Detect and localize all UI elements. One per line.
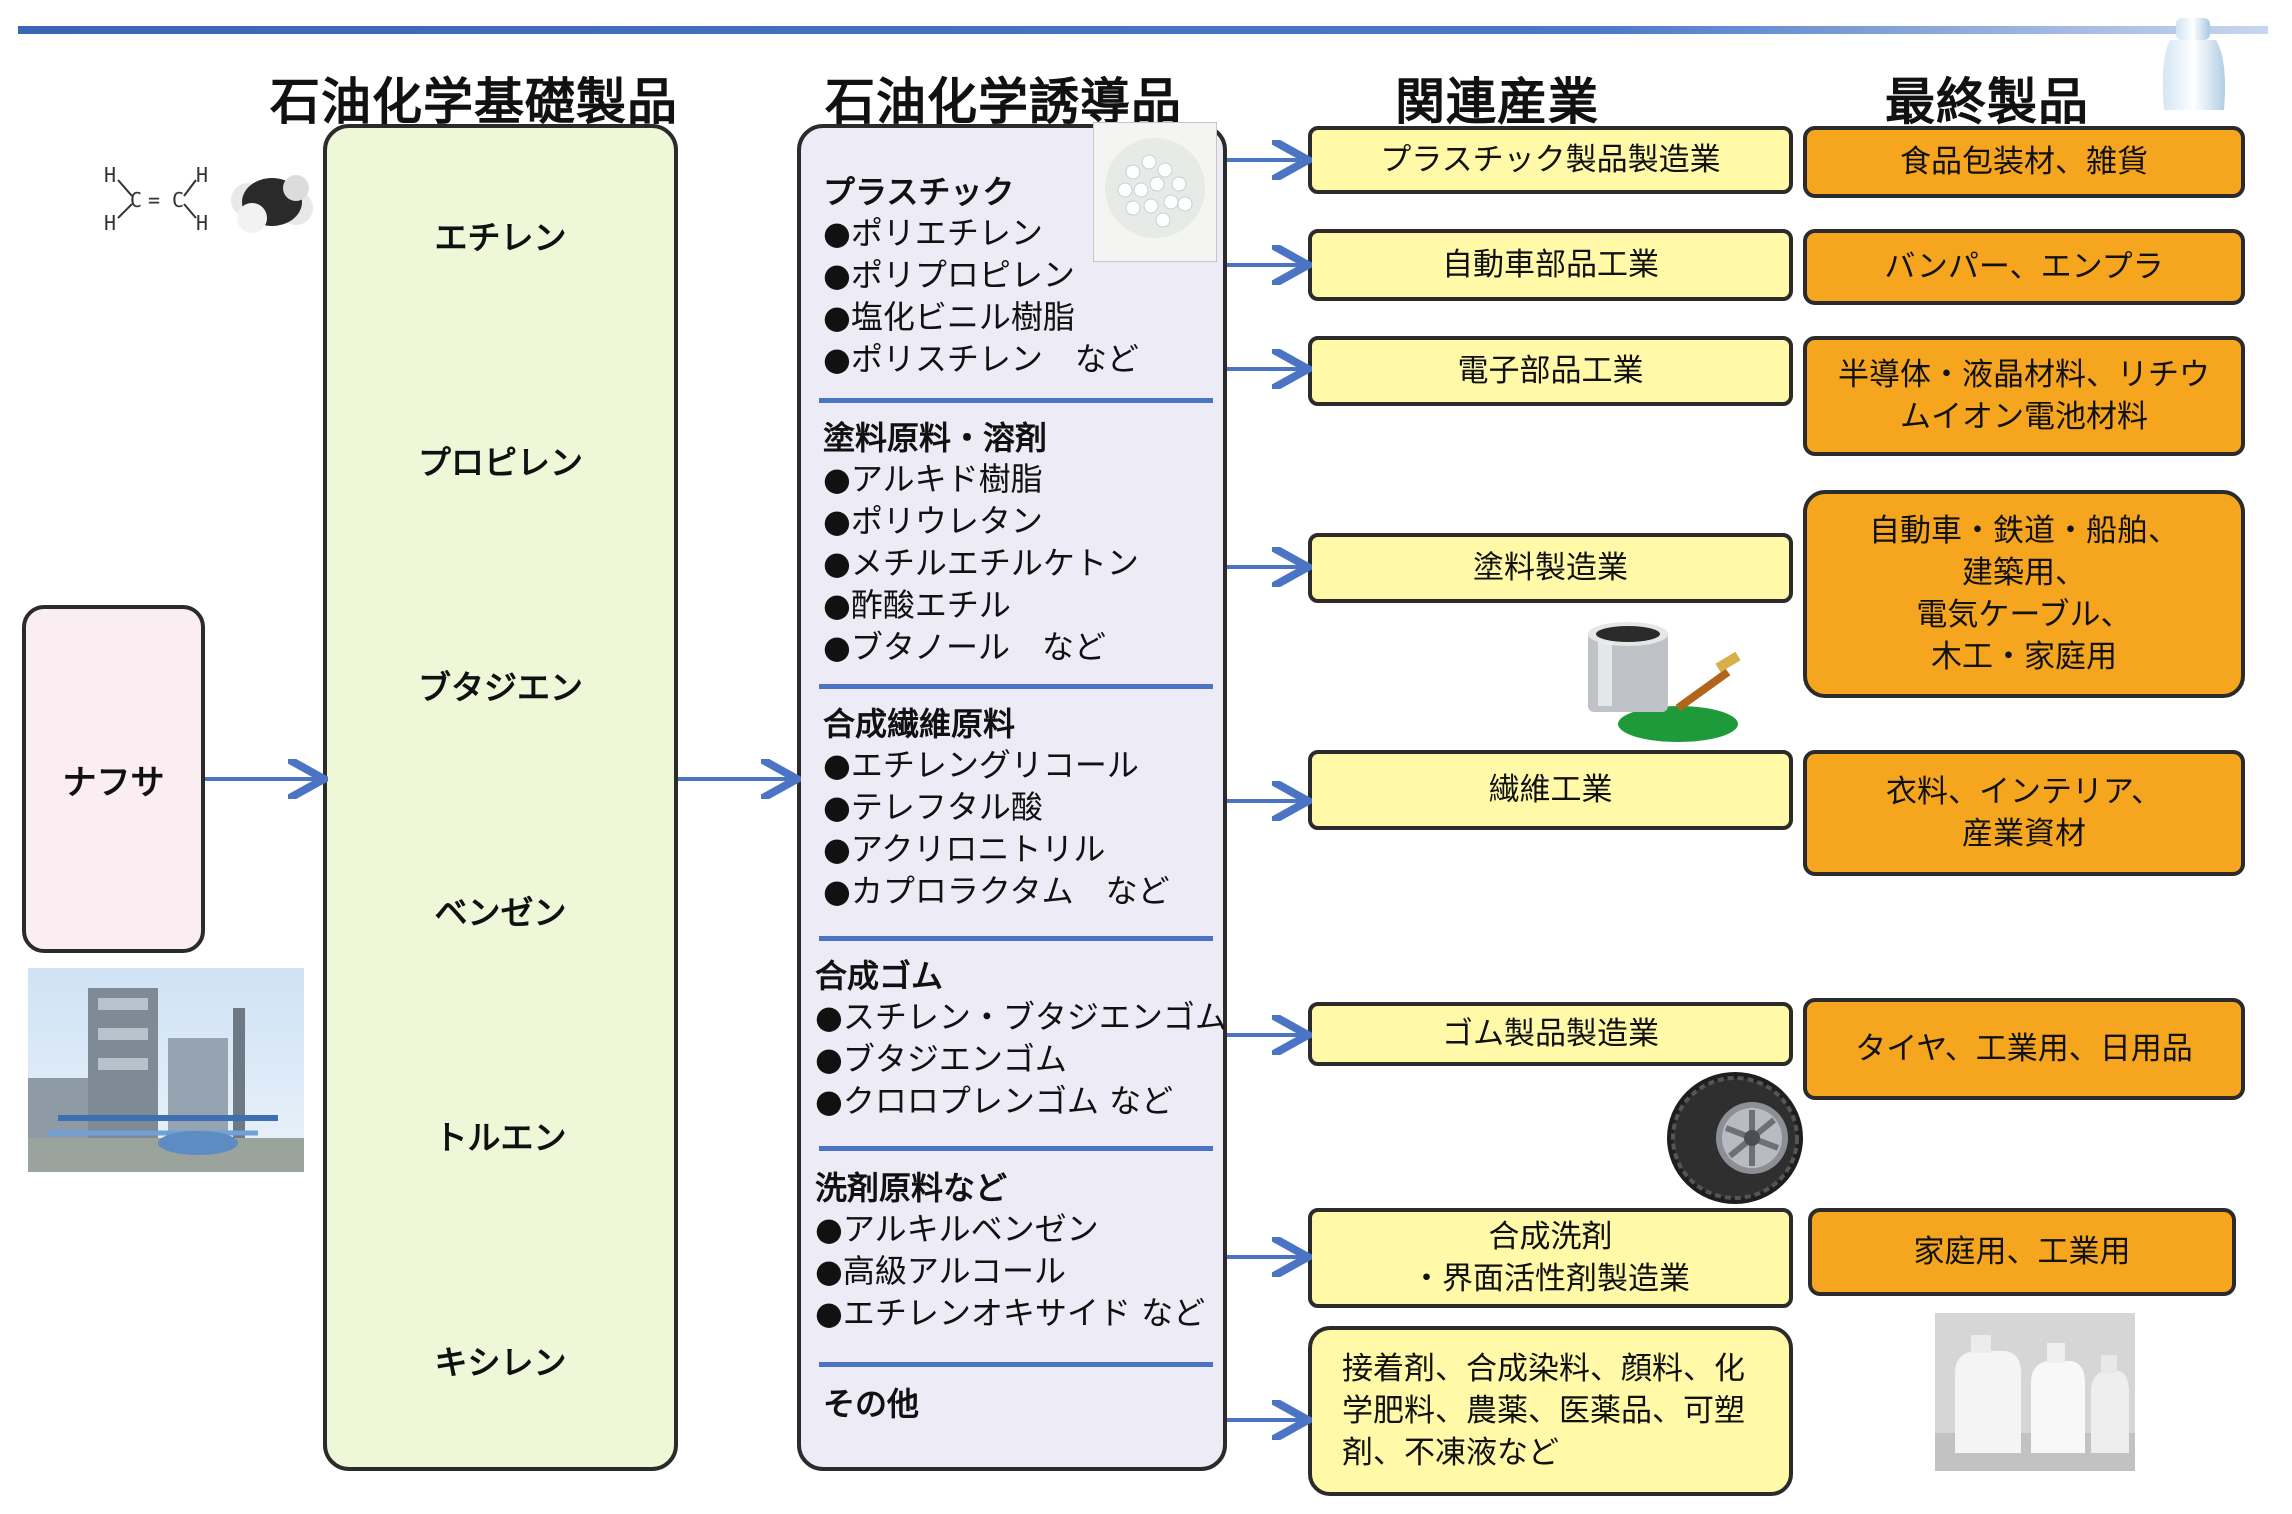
molecule-atom: C — [130, 188, 142, 212]
list-item: ●カプロラクタム など — [823, 872, 1170, 910]
list-item: ●アクリロニトリル — [823, 830, 1106, 868]
top-accent-bar — [18, 26, 2268, 34]
industry-box-other: 接着剤、合成染料、顔料、化 学肥料、農薬、医薬品、可塑 剤、不凍液など — [1308, 1326, 1793, 1496]
naphtha-label: ナフサ — [62, 762, 165, 803]
molecule-bond: = — [148, 188, 160, 212]
final-product-box: 衣料、インテリア、 産業資材 — [1803, 750, 2245, 876]
industry-box-rubber: ゴム製品製造業 — [1308, 1002, 1793, 1066]
list-item: ●クロロプレンゴム など — [815, 1082, 1174, 1120]
list-item: ●酢酸エチル — [823, 586, 1011, 624]
list-item: ●ブタノール など — [823, 628, 1106, 666]
list-item: ●テレフタル酸 — [823, 788, 1043, 826]
section-divider — [819, 1146, 1213, 1151]
final-product-box: 自動車・鉄道・船舶、 建築用、 電気ケーブル、 木工・家庭用 — [1803, 490, 2245, 698]
paint-can-icon — [1588, 622, 1741, 742]
section-title: 塗料原料・溶剤 — [823, 419, 1048, 457]
basic-product-item: キシレン — [434, 1343, 567, 1382]
list-item: ●ブタジエンゴム — [815, 1040, 1067, 1078]
section-divider — [819, 936, 1213, 941]
final-product-box: 家庭用、工業用 — [1808, 1208, 2236, 1296]
section-title: 合成繊維原料 — [823, 705, 1016, 743]
basic-product-item: ブタジエン — [418, 668, 583, 707]
molecule-atom: H — [196, 163, 208, 187]
industry-box-electronic-parts: 電子部品工業 — [1308, 336, 1793, 406]
list-item: ●アルキルベンゼン — [815, 1210, 1099, 1248]
list-item: ●スチレン・ブタジエンゴム — [815, 998, 1227, 1036]
final-product-label: 家庭用、工業用 — [1913, 1234, 2131, 1270]
section-divider — [819, 1362, 1213, 1367]
header-final-products: 最終製品 — [1885, 73, 2089, 131]
final-product-label: タイヤ、工業用、日用品 — [1855, 1031, 2193, 1067]
molecule-atom: H — [104, 211, 116, 235]
ethylene-molecule-icon: H H C C H H = — [104, 163, 313, 235]
list-item: ●ポリエチレン — [823, 214, 1043, 252]
industry-label: 繊維工業 — [1488, 772, 1613, 808]
final-product-label: バンパー、エンプラ — [1884, 249, 2164, 285]
final-product-box: バンパー、エンプラ — [1803, 229, 2245, 305]
section-title: 洗剤原料など — [815, 1169, 1008, 1207]
final-product-label: 食品包装材、雑貨 — [1900, 144, 2148, 180]
plastic-pellets-photo — [1093, 122, 1217, 262]
basic-product-item: エチレン — [434, 218, 567, 257]
list-item: ●塩化ビニル樹脂 — [823, 298, 1075, 336]
basic-products-box: エチレン プロピレン ブタジエン ベンゼン トルエン キシレン — [323, 124, 678, 1471]
industry-label: 合成洗剤 ・界面活性剤製造業 — [1411, 1219, 1690, 1297]
derivative-section-other: その他 — [823, 1384, 1213, 1424]
detergent-bottles-photo — [1935, 1313, 2135, 1471]
header-derivatives: 石油化学誘導品 — [825, 73, 1182, 131]
derivative-section-rubber: 合成ゴム ●スチレン・ブタジエンゴム ●ブタジエンゴム ●クロロプレンゴム など — [815, 956, 1227, 1122]
derivative-section-fiber: 合成繊維原料 ●エチレングリコール ●テレフタル酸 ●アクリロニトリル ●カプロ… — [823, 704, 1213, 912]
industry-label: 接着剤、合成染料、顔料、化 学肥料、農薬、医薬品、可塑 剤、不凍液など — [1342, 1351, 1745, 1471]
final-product-box: 食品包装材、雑貨 — [1803, 126, 2245, 198]
molecule-atom: C — [172, 188, 184, 212]
list-item: ●アルキド樹脂 — [823, 460, 1043, 498]
list-item: ●ポリプロピレン — [823, 256, 1075, 294]
list-item: ●高級アルコール — [815, 1252, 1066, 1290]
basic-product-item: プロピレン — [418, 443, 583, 482]
industry-box-detergent: 合成洗剤 ・界面活性剤製造業 — [1308, 1208, 1793, 1308]
industry-label: 塗料製造業 — [1473, 550, 1628, 586]
derivatives-box: プラスチック ●ポリエチレン ●ポリプロピレン ●塩化ビニル樹脂 ●ポリスチレン… — [797, 124, 1227, 1471]
final-product-box: タイヤ、工業用、日用品 — [1803, 998, 2245, 1100]
industry-label: 自動車部品工業 — [1442, 247, 1659, 283]
derivative-section-paint: 塗料原料・溶剤 ●アルキド樹脂 ●ポリウレタン ●メチルエチルケトン ●酢酸エチ… — [823, 418, 1213, 668]
molecule-atom: H — [196, 211, 208, 235]
list-item: ●エチレンオキサイド など — [815, 1294, 1206, 1332]
industry-box-paint: 塗料製造業 — [1308, 533, 1793, 603]
final-product-label: 半導体・液晶材料、リチウ ムイオン電池材料 — [1838, 357, 2210, 435]
section-title: 合成ゴム — [815, 957, 944, 995]
basic-product-item: ベンゼン — [434, 893, 567, 932]
industry-label: ゴム製品製造業 — [1442, 1016, 1659, 1052]
naphtha-box: ナフサ — [22, 605, 205, 953]
final-product-box: 半導体・液晶材料、リチウ ムイオン電池材料 — [1803, 336, 2245, 456]
molecule-atom: H — [104, 163, 116, 187]
bottle-icon — [2162, 18, 2225, 110]
refinery-photo — [28, 968, 304, 1172]
section-divider — [819, 684, 1213, 689]
basic-product-item: トルエン — [434, 1118, 567, 1157]
list-item: ●ポリウレタン — [823, 502, 1043, 540]
derivative-section-plastic: プラスチック ●ポリエチレン ●ポリプロピレン ●塩化ビニル樹脂 ●ポリスチレン… — [823, 172, 1213, 380]
industry-box-auto-parts: 自動車部品工業 — [1308, 229, 1793, 301]
section-divider — [819, 398, 1213, 403]
section-title: その他 — [823, 1385, 920, 1423]
header-basic-products: 石油化学基礎製品 — [270, 73, 678, 131]
derivative-section-detergent: 洗剤原料など ●アルキルベンゼン ●高級アルコール ●エチレンオキサイド など — [815, 1168, 1205, 1334]
list-item: ●エチレングリコール — [823, 746, 1139, 784]
industry-label: 電子部品工業 — [1457, 353, 1644, 389]
final-product-label: 自動車・鉄道・船舶、 建築用、 電気ケーブル、 木工・家庭用 — [1869, 513, 2179, 675]
header-related-industry: 関連産業 — [1395, 73, 1599, 131]
list-item: ●ポリスチレン など — [823, 340, 1139, 378]
tire-icon — [1667, 1072, 1803, 1204]
final-product-label: 衣料、インテリア、 産業資材 — [1886, 774, 2162, 852]
industry-label: プラスチック製品製造業 — [1380, 142, 1721, 178]
section-title: プラスチック — [823, 173, 1015, 211]
list-item: ●メチルエチルケトン — [823, 544, 1139, 582]
